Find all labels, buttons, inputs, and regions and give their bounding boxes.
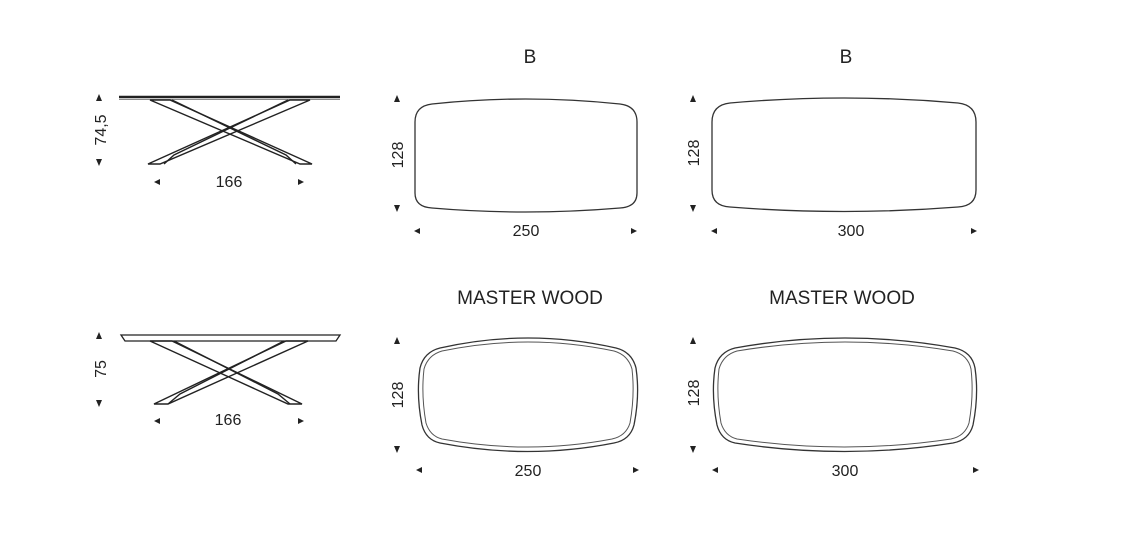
depth-arrow-up [690, 337, 696, 344]
depth-label: 128 [686, 380, 703, 407]
table-top-outline [414, 98, 638, 213]
length-label: 250 [515, 463, 542, 480]
height-arrow-down [96, 159, 102, 166]
top-view-master-wood-300: MASTER WOOD 128 300 [686, 288, 979, 480]
side-height-label: 75 [93, 360, 110, 378]
table-top-outline [417, 337, 639, 453]
depth-arrow-up [394, 337, 400, 344]
top-view-title: B [840, 47, 853, 68]
length-label: 300 [832, 463, 859, 480]
depth-label: 128 [390, 382, 407, 409]
side-height-label: 74,5 [93, 114, 110, 145]
x-base-legs-2 [149, 340, 309, 405]
length-arrow-right [971, 228, 977, 234]
table-top-outline [711, 97, 977, 213]
width-arrow-right [298, 179, 304, 185]
table-top-edge [717, 341, 973, 448]
depth-arrow-up [394, 95, 400, 102]
side-view-2: 75 166 [93, 332, 342, 429]
width-arrow-left [154, 418, 160, 424]
side-width-label: 166 [216, 174, 243, 191]
width-arrow-right [298, 418, 304, 424]
x-base-legs-1 [147, 99, 313, 165]
length-arrow-left [414, 228, 420, 234]
side-width-label: 166 [215, 412, 242, 429]
height-arrow-up [96, 94, 102, 101]
length-arrow-left [712, 467, 718, 473]
side-view-1: 74,5 166 [93, 94, 340, 191]
length-arrow-right [631, 228, 637, 234]
width-arrow-left [154, 179, 160, 185]
length-arrow-right [633, 467, 639, 473]
top-view-master-wood-250: MASTER WOOD 128 250 [390, 288, 639, 480]
length-label: 250 [513, 223, 540, 240]
depth-arrow-down [690, 446, 696, 453]
length-label: 300 [838, 223, 865, 240]
depth-arrow-up [690, 95, 696, 102]
depth-label: 128 [686, 140, 703, 167]
table-top-outline [712, 337, 978, 453]
depth-arrow-down [690, 205, 696, 212]
top-view-b-300: B 128 300 [686, 47, 977, 240]
depth-arrow-down [394, 446, 400, 453]
length-arrow-left [416, 467, 422, 473]
top-view-title: B [524, 47, 537, 68]
table-top-edge [422, 341, 634, 448]
height-arrow-up [96, 332, 102, 339]
top-view-title: MASTER WOOD [457, 288, 603, 309]
height-arrow-down [96, 400, 102, 407]
top-view-title: MASTER WOOD [769, 288, 915, 309]
length-arrow-right [973, 467, 979, 473]
depth-label: 128 [390, 142, 407, 169]
length-arrow-left [711, 228, 717, 234]
depth-arrow-down [394, 205, 400, 212]
top-view-b-250: B 128 250 [390, 47, 638, 240]
